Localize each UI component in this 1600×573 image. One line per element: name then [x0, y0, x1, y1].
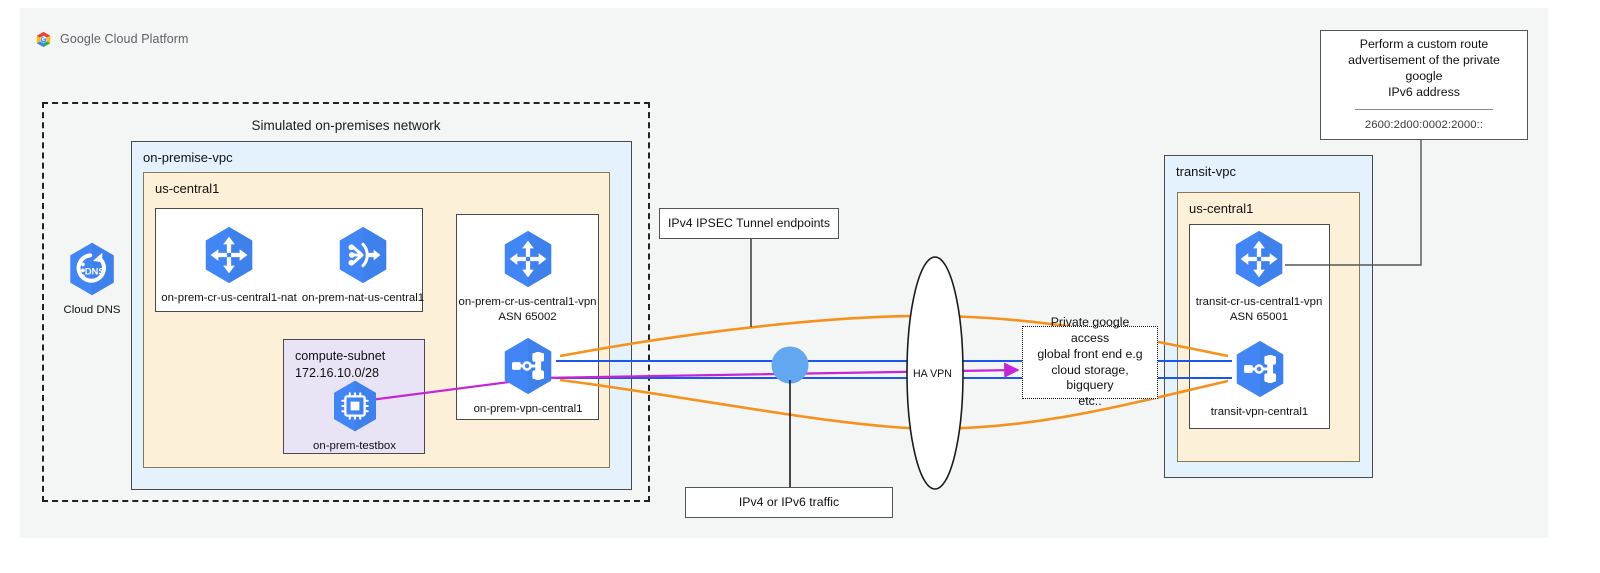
- node-onprem-nat-caption: on-prem-nat-us-central1: [301, 292, 425, 304]
- node-transit-vpn-caption: transit-vpn-central1: [1210, 406, 1309, 418]
- cloud-router-icon: [504, 230, 551, 288]
- transit-vpc-label: transit-vpc: [1176, 164, 1236, 179]
- onprem-vpc-label: on-premise-vpc: [143, 150, 233, 165]
- callout-private-google-access: Private google access global front end e…: [1022, 315, 1158, 408]
- cloud-router-icon: [1235, 230, 1283, 288]
- cloud-nat-icon: [339, 226, 387, 284]
- ha-vpn-label-text: HA VPN: [913, 368, 952, 380]
- pga-line-4: etc..: [1078, 393, 1102, 408]
- custom-route-line-3: IPv6 address: [1388, 84, 1460, 99]
- custom-route-line-1: Perform a custom route: [1359, 37, 1489, 52]
- cloud-dns-icon: DNS: [70, 242, 114, 296]
- pga-line-3: cloud storage, bigquery: [1051, 362, 1129, 393]
- node-cloud-dns-caption: Cloud DNS: [63, 304, 121, 316]
- node-onprem-testbox[interactable]: on-prem-testbox: [313, 378, 396, 454]
- custom-route-address: 2600:2d00:0002:2000::: [1364, 119, 1484, 132]
- callout-ipsec-endpoints-text: IPv4 IPSEC Tunnel endpoints: [667, 215, 830, 230]
- node-onprem-cr-vpn-caption: on-prem-cr-us-central1-vpn ASN 65002: [459, 295, 597, 325]
- pga-line-1: Private google access: [1050, 315, 1130, 346]
- node-transit-cr-vpn-caption: transit-cr-us-central1-vpn ASN 65001: [1196, 295, 1323, 325]
- node-transit-cr-vpn-name: transit-cr-us-central1-vpn: [1195, 296, 1323, 308]
- node-onprem-cr-nat[interactable]: on-prem-cr-us-central1-nat: [159, 224, 299, 306]
- google-cloud-logo-icon: [36, 31, 51, 47]
- onprem-router-nat-group: [155, 208, 423, 312]
- callout-ipsec-endpoints: IPv4 IPSEC Tunnel endpoints: [659, 208, 839, 239]
- node-onprem-vpn[interactable]: on-prem-vpn-central1: [474, 335, 582, 417]
- node-onprem-nat[interactable]: on-prem-nat-us-central1: [301, 224, 425, 306]
- node-cloud-dns[interactable]: DNS Cloud DNS: [61, 240, 123, 318]
- node-onprem-cr-nat-caption: on-prem-cr-us-central1-nat: [161, 292, 297, 304]
- custom-route-divider: [1354, 109, 1494, 111]
- gcp-brand-label: Google Cloud Platform: [60, 32, 189, 46]
- cloud-vpn-icon: [504, 337, 552, 395]
- simulated-onprem-zone: Simulated on-premises network: [42, 102, 650, 502]
- node-onprem-vpn-caption: on-prem-vpn-central1: [473, 403, 583, 415]
- ha-vpn-label: HA VPN: [913, 368, 952, 380]
- node-onprem-testbox-caption: on-prem-testbox: [313, 440, 396, 452]
- pga-line-2: global front end e.g: [1037, 346, 1143, 361]
- onprem-region-label: us-central1: [155, 181, 220, 196]
- simulated-onprem-zone-title: Simulated on-premises network: [251, 118, 441, 133]
- transit-region-label: us-central1: [1189, 201, 1254, 216]
- callout-custom-route: Perform a custom route advertisement of …: [1320, 30, 1528, 140]
- compute-engine-icon: [333, 380, 376, 432]
- node-onprem-cr-vpn-asn: ASN 65002: [498, 310, 557, 323]
- custom-route-line-2: advertisement of the private google: [1348, 53, 1500, 83]
- node-transit-vpn[interactable]: transit-vpn-central1: [1206, 338, 1313, 420]
- node-transit-cr-vpn[interactable]: transit-cr-us-central1-vpn ASN 65001: [1194, 228, 1324, 325]
- cloud-vpn-icon: [1236, 340, 1283, 398]
- compute-subnet-label: compute-subnet 172.16.10.0/28: [295, 348, 385, 382]
- svg-text:DNS: DNS: [85, 266, 105, 277]
- compute-subnet-name: compute-subnet: [295, 349, 386, 363]
- callout-traffic-text: IPv4 or IPv6 traffic: [738, 494, 840, 509]
- callout-traffic: IPv4 or IPv6 traffic: [685, 487, 893, 518]
- node-transit-cr-vpn-asn: ASN 65001: [1229, 310, 1289, 323]
- cloud-router-icon: [205, 226, 253, 284]
- gcp-brand: Google Cloud Platform: [34, 28, 189, 50]
- node-onprem-cr-vpn-name: on-prem-cr-us-central1-vpn: [458, 296, 597, 308]
- node-onprem-cr-vpn[interactable]: on-prem-cr-us-central1-vpn ASN 65002: [459, 228, 597, 325]
